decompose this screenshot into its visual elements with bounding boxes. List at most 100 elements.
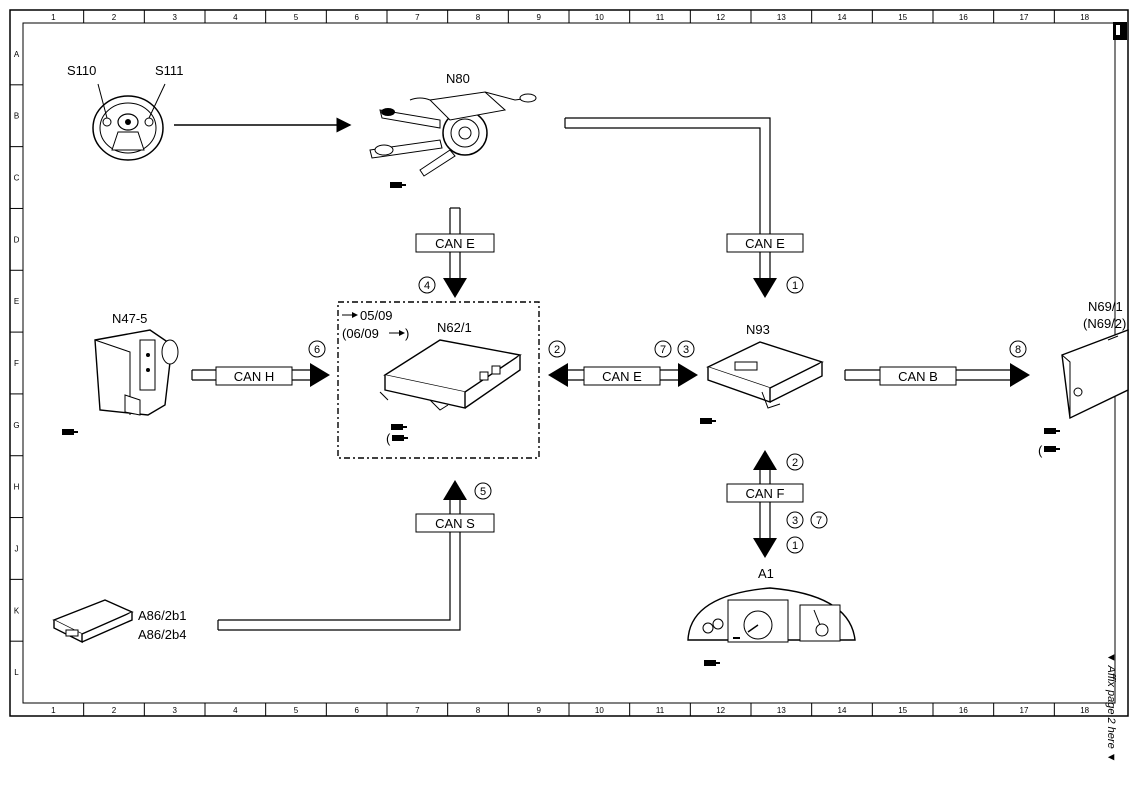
svg-text:2: 2 — [792, 457, 798, 469]
column-number: 1 — [51, 706, 56, 715]
column-number: 3 — [172, 706, 177, 715]
column-number: 8 — [476, 706, 481, 715]
arrow-icon: ) — [389, 326, 409, 341]
connector-icon — [62, 429, 78, 435]
row-letter: J — [15, 544, 19, 553]
connector-icon: ( — [1038, 443, 1060, 458]
column-number: 17 — [1020, 13, 1029, 22]
row-letter: L — [14, 668, 19, 677]
column-number: 8 — [476, 13, 481, 22]
column-number: 12 — [716, 706, 725, 715]
column-number: 4 — [233, 706, 238, 715]
n80-label: N80 — [446, 71, 470, 86]
n62-label: N62/1 — [437, 320, 472, 335]
svg-text:CAN E: CAN E — [435, 236, 475, 251]
svg-text:7: 7 — [816, 515, 822, 527]
marker-6: 6 — [308, 340, 326, 358]
marker-4: 4 — [418, 276, 436, 294]
n69-1-label: N69/1 — [1088, 299, 1123, 314]
column-number: 9 — [536, 706, 541, 715]
column-number: 1 — [51, 13, 56, 22]
s111-label: S111 — [155, 63, 183, 78]
row-letter: F — [14, 359, 19, 368]
central-gateway-icon — [706, 341, 824, 409]
svg-text:1: 1 — [792, 280, 798, 292]
row-letter: D — [14, 235, 20, 244]
can-s-bus — [217, 480, 467, 631]
svg-text:3: 3 — [683, 344, 689, 356]
affix-page-note: ▼ Affix page 2 here ▼ — [1105, 652, 1117, 763]
can-b-label-box: CAN B — [879, 366, 957, 386]
door-control-unit-icon — [1061, 328, 1129, 420]
connector-icon — [390, 182, 406, 188]
can-e-bus-n80-to-n62 — [443, 207, 467, 298]
n62-1-dashed-boundary — [337, 301, 540, 459]
steering-wheel-icon — [92, 83, 166, 161]
marker-1: 1 — [786, 536, 804, 554]
can-e-label-box-right: CAN E — [726, 233, 804, 253]
column-number: 10 — [595, 706, 604, 715]
a1-label: A1 — [758, 566, 774, 581]
column-number: 3 — [172, 13, 177, 22]
instrument-cluster-icon — [687, 587, 856, 643]
svg-text:CAN E: CAN E — [745, 236, 785, 251]
column-number: 6 — [354, 13, 359, 22]
column-number: 9 — [536, 13, 541, 22]
a86-2b4-label: A86/2b4 — [138, 627, 186, 642]
row-letter: H — [14, 483, 20, 492]
svg-text:CAN E: CAN E — [602, 369, 642, 384]
steering-column-module-icon — [369, 91, 537, 177]
column-number: 5 — [294, 706, 299, 715]
column-number: 18 — [1080, 13, 1089, 22]
n93-label: N93 — [746, 322, 770, 337]
can-e-bus-n80-to-n93 — [564, 117, 777, 298]
antenna-module-icon — [52, 599, 134, 644]
s110-label: S110 — [67, 63, 96, 78]
can-e-label-box-left: CAN E — [415, 233, 495, 253]
marker-3: 3 — [786, 511, 804, 529]
column-number: 16 — [959, 13, 968, 22]
marker-7: 7 — [654, 340, 672, 358]
svg-text:2: 2 — [554, 344, 560, 356]
column-number: 16 — [959, 706, 968, 715]
connector-icon — [700, 418, 716, 424]
connector-icon — [391, 424, 407, 430]
column-number: 10 — [595, 13, 604, 22]
svg-text:(: ( — [386, 431, 391, 446]
marker-2: 2 — [548, 340, 566, 358]
n47-label: N47-5 — [112, 311, 147, 326]
marker-3: 3 — [677, 340, 695, 358]
column-number: 7 — [415, 706, 420, 715]
can-h-label-box: CAN H — [215, 366, 293, 386]
column-number: 4 — [233, 13, 238, 22]
n62-date-from: 05/09 — [360, 308, 393, 323]
arrow-icon — [342, 312, 358, 318]
svg-text:CAN F: CAN F — [746, 486, 785, 501]
column-number: 13 — [777, 706, 786, 715]
connector-icon: ( — [386, 431, 408, 446]
column-number: 12 — [716, 13, 725, 22]
n62-date-to: (06/09 — [342, 326, 379, 341]
column-number: 7 — [415, 13, 420, 22]
svg-text:): ) — [405, 326, 409, 341]
marker-7: 7 — [810, 511, 828, 529]
row-letter: K — [14, 606, 20, 615]
svg-text:5: 5 — [480, 486, 486, 498]
svg-text:(: ( — [1038, 443, 1043, 458]
manual-logo-icon — [1113, 22, 1127, 40]
svg-text:CAN B: CAN B — [898, 369, 938, 384]
column-number: 6 — [354, 706, 359, 715]
svg-text:CAN S: CAN S — [435, 516, 475, 531]
marker-2: 2 — [786, 453, 804, 471]
column-number: 15 — [898, 706, 907, 715]
marker-5: 5 — [474, 482, 492, 500]
column-number: 18 — [1080, 706, 1089, 715]
column-number: 11 — [656, 706, 665, 715]
column-number: 15 — [898, 13, 907, 22]
can-f-bus — [753, 450, 777, 558]
can-e-label-box-mid: CAN E — [583, 366, 661, 386]
column-number: 13 — [777, 13, 786, 22]
